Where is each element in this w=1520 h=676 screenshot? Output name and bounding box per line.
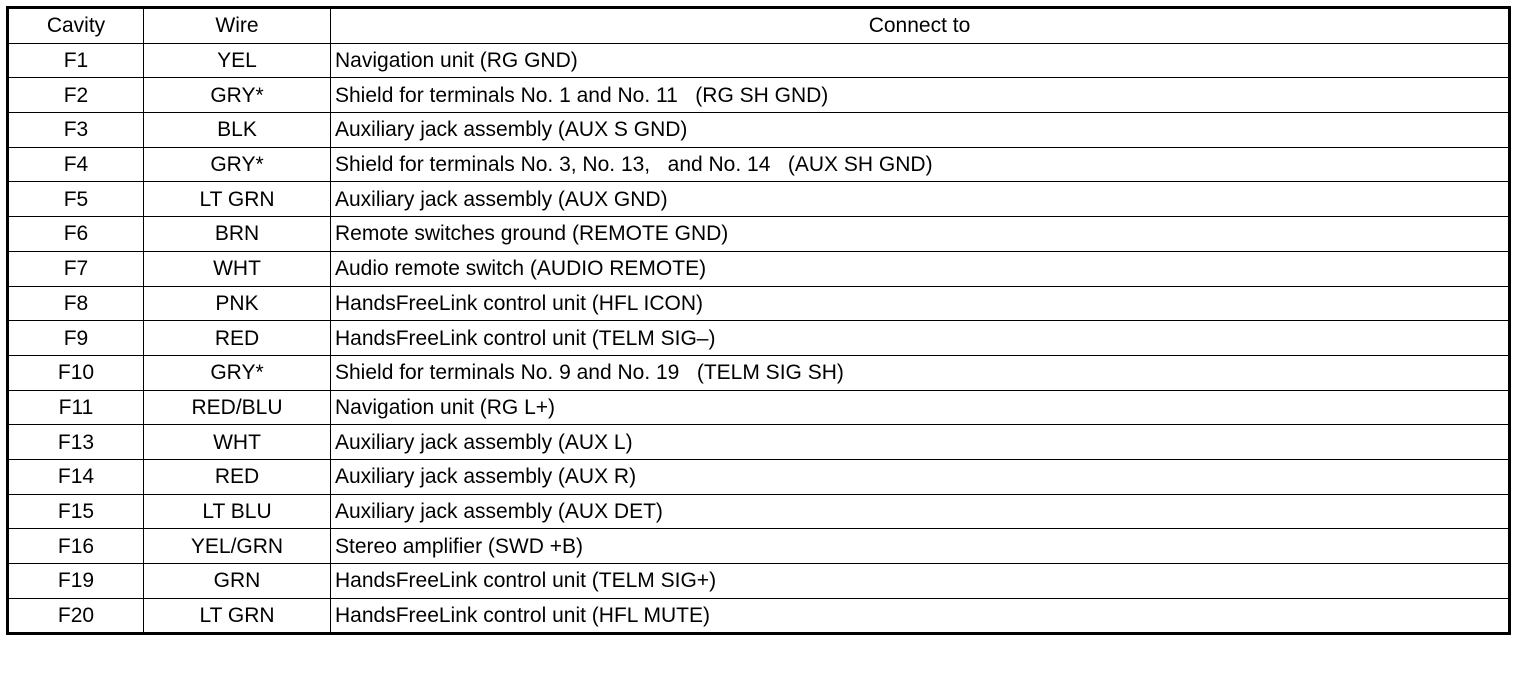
- cavity-cell: F14: [7, 458, 144, 495]
- cavity-cell: F9: [7, 320, 144, 356]
- connect-cell: Auxiliary jack assembly (AUX L): [330, 424, 1510, 460]
- table-row: F4 GRY* Shield for terminals No. 3, No. …: [7, 146, 1510, 183]
- cavity-cell: F16: [7, 528, 144, 564]
- connect-cell: Auxiliary jack assembly (AUX R): [330, 458, 1510, 495]
- header-row: Cavity Wire Connect to: [7, 7, 1510, 44]
- table-row: F8 PNK HandsFreeLink control unit (HFL I…: [7, 285, 1510, 322]
- cavity-cell: F10: [7, 354, 144, 391]
- cavity-cell: F11: [7, 389, 144, 426]
- connector-table-container: Cavity Wire Connect to F1 YEL Navigation…: [6, 6, 1511, 636]
- table-row: F3 BLK Auxiliary jack assembly (AUX S GN…: [7, 112, 1510, 148]
- wire-cell: WHT: [143, 250, 331, 287]
- table-row: F5 LT GRN Auxiliary jack assembly (AUX G…: [7, 181, 1510, 218]
- connect-cell: Shield for terminals No. 1 and No. 11 (R…: [330, 77, 1510, 114]
- connect-cell: Auxiliary jack assembly (AUX DET): [330, 493, 1510, 530]
- cavity-cell: F19: [7, 563, 144, 599]
- table-row: F13 WHT Auxiliary jack assembly (AUX L): [7, 424, 1510, 460]
- table-row: F14 RED Auxiliary jack assembly (AUX R): [7, 458, 1510, 495]
- cavity-cell: F1: [7, 42, 144, 79]
- connect-cell: Remote switches ground (REMOTE GND): [330, 216, 1510, 252]
- wire-cell: PNK: [143, 285, 331, 322]
- table-row: F6 BRN Remote switches ground (REMOTE GN…: [7, 216, 1510, 252]
- wire-cell: LT GRN: [143, 597, 331, 635]
- wire-cell: BLK: [143, 112, 331, 148]
- header-connect-to: Connect to: [330, 7, 1510, 44]
- cavity-cell: F5: [7, 181, 144, 218]
- wire-cell: LT GRN: [143, 181, 331, 218]
- connect-cell: Stereo amplifier (SWD +B): [330, 528, 1510, 564]
- cavity-cell: F7: [7, 250, 144, 287]
- table-row: F16 YEL/GRN Stereo amplifier (SWD +B): [7, 528, 1510, 564]
- connect-cell: HandsFreeLink control unit (HFL MUTE): [330, 597, 1510, 635]
- cavity-cell: F13: [7, 424, 144, 460]
- connect-cell: Shield for terminals No. 3, No. 13, and …: [330, 146, 1510, 183]
- wire-cell: RED/BLU: [143, 389, 331, 426]
- wire-cell: LT BLU: [143, 493, 331, 530]
- table-row: F10 GRY* Shield for terminals No. 9 and …: [7, 354, 1510, 391]
- cavity-cell: F4: [7, 146, 144, 183]
- table-row: F7 WHT Audio remote switch (AUDIO REMOTE…: [7, 250, 1510, 287]
- connect-cell: Navigation unit (RG L+): [330, 389, 1510, 426]
- wire-cell: GRN: [143, 563, 331, 599]
- table-row: F2 GRY* Shield for terminals No. 1 and N…: [7, 77, 1510, 114]
- wire-cell: BRN: [143, 216, 331, 252]
- cavity-cell: F20: [7, 597, 144, 635]
- connect-cell: HandsFreeLink control unit (TELM SIG+): [330, 563, 1510, 599]
- table-row: F19 GRN HandsFreeLink control unit (TELM…: [7, 563, 1510, 599]
- cavity-cell: F6: [7, 216, 144, 252]
- connect-cell: Shield for terminals No. 9 and No. 19 (T…: [330, 354, 1510, 391]
- connector-pinout-table: Cavity Wire Connect to F1 YEL Navigation…: [6, 6, 1511, 636]
- cavity-cell: F15: [7, 493, 144, 530]
- connect-cell: HandsFreeLink control unit (TELM SIG–): [330, 320, 1510, 356]
- table-row: F15 LT BLU Auxiliary jack assembly (AUX …: [7, 493, 1510, 530]
- wire-cell: YEL: [143, 42, 331, 79]
- connect-cell: Auxiliary jack assembly (AUX S GND): [330, 112, 1510, 148]
- table-row: F11 RED/BLU Navigation unit (RG L+): [7, 389, 1510, 426]
- connect-cell: HandsFreeLink control unit (HFL ICON): [330, 285, 1510, 322]
- wire-cell: GRY*: [143, 146, 331, 183]
- connect-cell: Audio remote switch (AUDIO REMOTE): [330, 250, 1510, 287]
- cavity-cell: F3: [7, 112, 144, 148]
- table-row: F9 RED HandsFreeLink control unit (TELM …: [7, 320, 1510, 356]
- header-wire: Wire: [143, 7, 331, 44]
- table-row: F1 YEL Navigation unit (RG GND): [7, 42, 1510, 79]
- connect-cell: Navigation unit (RG GND): [330, 42, 1510, 79]
- cavity-cell: F8: [7, 285, 144, 322]
- header-cavity: Cavity: [7, 7, 144, 44]
- connect-cell: Auxiliary jack assembly (AUX GND): [330, 181, 1510, 218]
- wire-cell: GRY*: [143, 354, 331, 391]
- wire-cell: GRY*: [143, 77, 331, 114]
- wire-cell: YEL/GRN: [143, 528, 331, 564]
- wire-cell: RED: [143, 320, 331, 356]
- wire-cell: WHT: [143, 424, 331, 460]
- table-row: F20 LT GRN HandsFreeLink control unit (H…: [7, 597, 1510, 635]
- cavity-cell: F2: [7, 77, 144, 114]
- wire-cell: RED: [143, 458, 331, 495]
